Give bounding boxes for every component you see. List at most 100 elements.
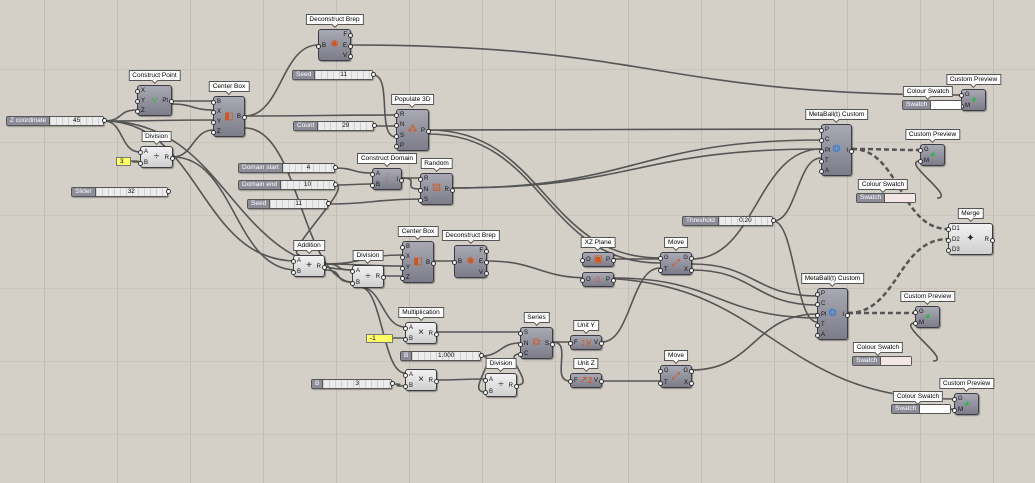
output-grip[interactable] xyxy=(689,369,694,375)
input-grip[interactable] xyxy=(815,291,820,297)
input-M[interactable]: M xyxy=(924,158,929,164)
input-grip[interactable] xyxy=(350,269,355,275)
input-X[interactable]: X xyxy=(141,87,146,94)
input-grip[interactable] xyxy=(135,109,140,115)
output-grip[interactable] xyxy=(599,341,604,346)
output-S[interactable]: S xyxy=(544,340,549,347)
input-F[interactable]: F xyxy=(574,378,578,384)
output-grip[interactable] xyxy=(771,218,776,223)
input-G[interactable]: G xyxy=(958,396,963,402)
input-B[interactable]: B xyxy=(406,243,411,250)
input-Pl[interactable]: Pl xyxy=(825,147,831,154)
output-grip[interactable] xyxy=(431,260,436,266)
input-grip[interactable] xyxy=(819,138,824,144)
input-grip[interactable] xyxy=(580,278,585,283)
input-Pl[interactable]: Pl xyxy=(821,311,827,318)
slider-value[interactable]: 3 xyxy=(323,380,391,388)
input-B[interactable]: B xyxy=(217,98,222,105)
number-panel[interactable]: 3 xyxy=(116,157,131,166)
input-grip[interactable] xyxy=(819,158,824,164)
output-grip[interactable] xyxy=(390,381,395,386)
slider-value[interactable]: 11 xyxy=(270,200,327,208)
slider-value[interactable]: 10 xyxy=(281,181,334,189)
output-I[interactable]: I xyxy=(846,147,848,154)
output-G[interactable]: G xyxy=(683,255,688,262)
input-grip[interactable] xyxy=(959,93,964,98)
input-grip[interactable] xyxy=(946,237,951,243)
output-R[interactable]: R xyxy=(164,154,169,161)
input-grip[interactable] xyxy=(819,127,824,133)
output-grip[interactable] xyxy=(348,43,353,49)
sw4[interactable]: Swatch xyxy=(891,404,952,414)
output-grip[interactable] xyxy=(102,118,107,123)
output-R[interactable]: R xyxy=(375,274,380,280)
output-grip[interactable] xyxy=(166,189,171,194)
output-grip[interactable] xyxy=(611,258,616,263)
input-G[interactable]: G xyxy=(664,368,669,375)
input-grip[interactable] xyxy=(518,330,523,336)
output-grip[interactable] xyxy=(479,353,484,358)
input-grip[interactable] xyxy=(400,244,405,250)
input-grip[interactable] xyxy=(815,312,820,318)
input-grip[interactable] xyxy=(138,150,143,155)
input-grip[interactable] xyxy=(211,99,216,105)
output-R[interactable]: R xyxy=(428,377,433,384)
input-grip[interactable] xyxy=(211,109,216,115)
input-N[interactable]: N xyxy=(524,340,529,347)
output-R[interactable]: R xyxy=(508,382,513,389)
output-P[interactable]: P xyxy=(605,277,610,283)
slider-value[interactable]: 45 xyxy=(50,117,103,125)
input-X[interactable]: X xyxy=(217,108,222,115)
input-grip[interactable] xyxy=(918,148,923,153)
input-B[interactable]: B xyxy=(409,336,414,342)
slider-value[interactable]: 29 xyxy=(318,122,373,130)
output-I[interactable]: I xyxy=(842,311,844,318)
input-G[interactable]: G xyxy=(965,92,970,98)
output-grip[interactable] xyxy=(169,99,174,104)
sw2[interactable]: Swatch xyxy=(856,193,917,203)
input-grip[interactable] xyxy=(350,280,355,286)
input-grip[interactable] xyxy=(394,112,399,118)
output-grip[interactable] xyxy=(599,379,604,384)
output-E[interactable]: E xyxy=(478,259,483,265)
input-T[interactable]: T xyxy=(664,379,668,386)
input-grip[interactable] xyxy=(580,258,585,263)
input-Z[interactable]: Z xyxy=(217,129,221,136)
output-grip[interactable] xyxy=(484,260,489,265)
input-grip[interactable] xyxy=(211,120,216,126)
input-grip[interactable] xyxy=(211,130,216,136)
input-T[interactable]: T xyxy=(664,266,668,273)
output-grip[interactable] xyxy=(333,182,338,187)
output-grip[interactable] xyxy=(845,312,850,318)
output-grip[interactable] xyxy=(990,237,995,243)
output-grip[interactable] xyxy=(426,128,431,134)
sw1[interactable]: Swatch xyxy=(902,100,963,110)
input-M[interactable]: M xyxy=(965,103,970,109)
input-Y[interactable]: Y xyxy=(141,98,146,104)
input-P[interactable]: P xyxy=(400,143,405,150)
input-grip[interactable] xyxy=(952,408,957,413)
input-grip[interactable] xyxy=(400,255,405,261)
input-grip[interactable] xyxy=(918,159,923,164)
input-grip[interactable] xyxy=(518,352,523,358)
output-F[interactable]: F xyxy=(343,31,347,38)
